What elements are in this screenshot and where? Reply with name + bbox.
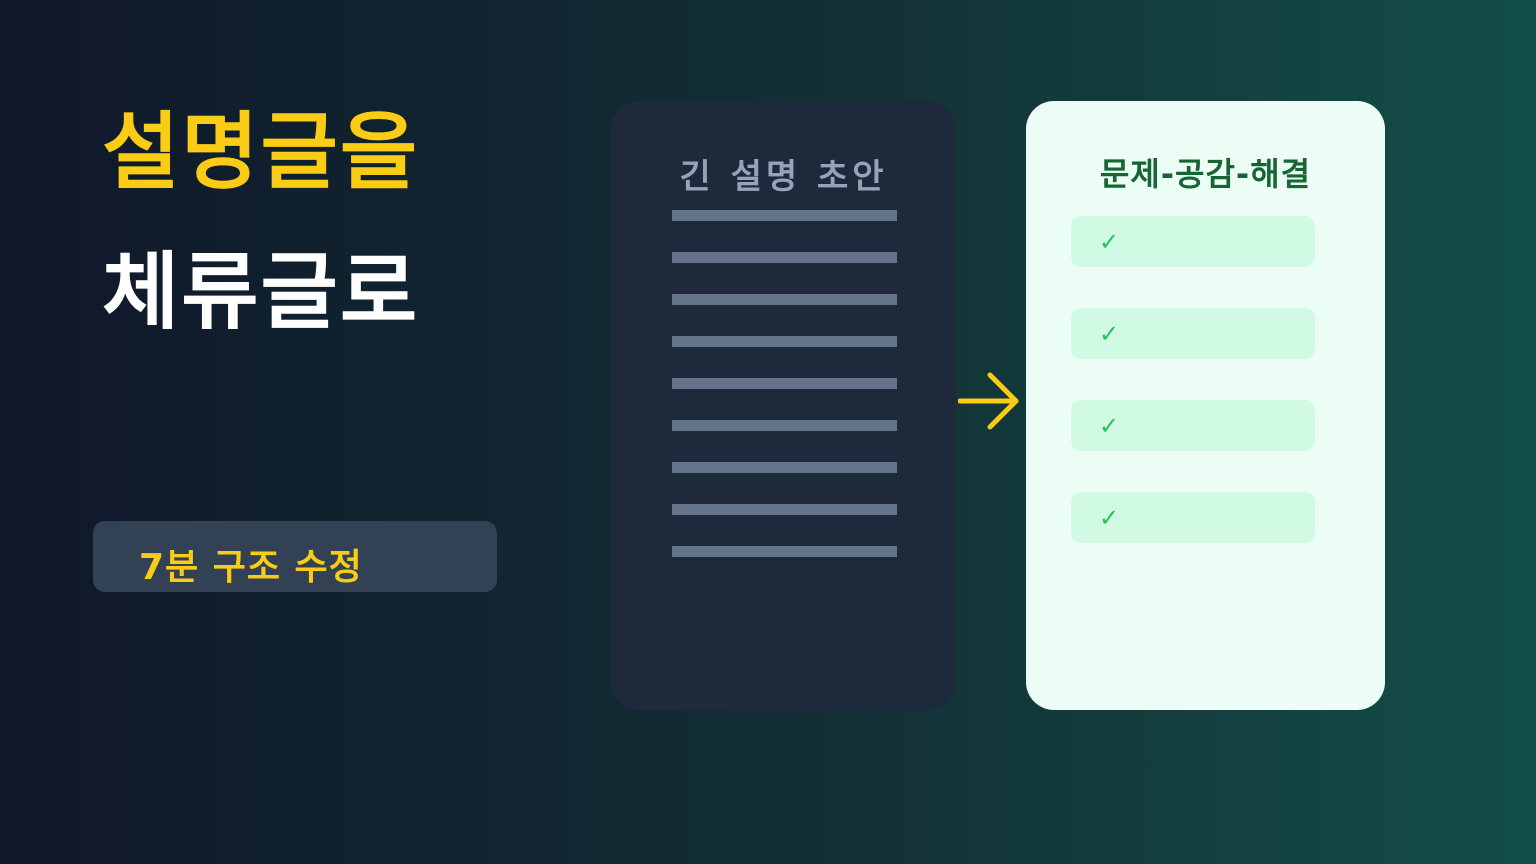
check-icon: ✓ (1099, 504, 1120, 532)
draft-text-line (672, 294, 897, 305)
check-icon: ✓ (1099, 412, 1120, 440)
draft-text-line (672, 546, 897, 557)
draft-text-line (672, 420, 897, 431)
draft-card-title: 긴 설명 초안 (679, 157, 888, 197)
draft-text-line (672, 252, 897, 263)
draft-card: 긴 설명 초안 (611, 101, 956, 710)
draft-text-line (672, 210, 897, 221)
draft-text-line (672, 336, 897, 347)
check-icon: ✓ (1099, 320, 1120, 348)
duration-badge: 7분 구조 수정 (93, 521, 497, 592)
checklist-item: ✓ (1071, 492, 1315, 543)
checklist-item: ✓ (1071, 308, 1315, 359)
draft-text-line (672, 378, 897, 389)
draft-text-line (672, 504, 897, 515)
title-line-1: 설명글을 (102, 103, 420, 201)
structured-card-title: 문제-공감-해결 (1099, 155, 1312, 193)
structured-card: 문제-공감-해결 ✓ ✓ ✓ ✓ (1026, 101, 1385, 710)
draft-text-line (672, 462, 897, 473)
duration-badge-label: 7분 구조 수정 (139, 547, 363, 588)
checklist-item: ✓ (1071, 216, 1315, 267)
arrow-right-icon (958, 372, 1019, 430)
title-line-2: 체류글로 (102, 243, 420, 341)
check-icon: ✓ (1099, 228, 1120, 256)
checklist-item: ✓ (1071, 400, 1315, 451)
